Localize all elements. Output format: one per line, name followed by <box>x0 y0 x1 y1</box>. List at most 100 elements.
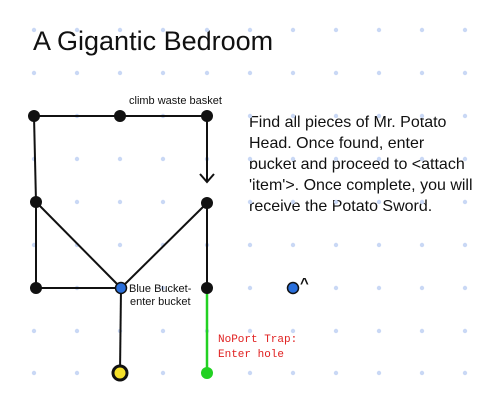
grid-dot <box>419 328 425 334</box>
node <box>201 110 213 122</box>
grid-dot <box>333 156 339 162</box>
nodes <box>28 110 213 294</box>
grid-dot <box>290 242 296 248</box>
description-line: 'item'>. Once complete, you will <box>249 177 473 194</box>
node <box>201 197 213 209</box>
grid-dot <box>160 70 166 76</box>
grid-dot <box>333 199 339 205</box>
grid-dot <box>376 370 382 376</box>
grid-dot <box>204 27 210 33</box>
grid-dot <box>160 156 166 162</box>
node <box>114 110 126 122</box>
grid-dot <box>160 328 166 334</box>
page-title: A Gigantic Bedroom <box>33 26 274 56</box>
grid-dot <box>333 242 339 248</box>
grid-dot <box>160 285 166 291</box>
grid-dots <box>31 27 468 376</box>
grid-dot <box>74 27 80 33</box>
grid-dot <box>117 242 123 248</box>
description-line: bucket and proceed to <attach <box>249 156 465 173</box>
grid-dot <box>247 285 253 291</box>
grid-dot <box>462 199 468 205</box>
grid-dot <box>419 27 425 33</box>
grid-dot <box>419 285 425 291</box>
grid-dot <box>117 27 123 33</box>
grid-dot <box>462 27 468 33</box>
grid-dot <box>160 27 166 33</box>
trap-label-line2: Enter hole <box>218 349 284 361</box>
grid-dot <box>117 199 123 205</box>
grid-dot <box>117 70 123 76</box>
node <box>28 110 40 122</box>
grid-dot <box>333 285 339 291</box>
grid-dot <box>74 156 80 162</box>
node <box>30 196 42 208</box>
grid-dot <box>290 199 296 205</box>
grid-dot <box>462 70 468 76</box>
grid-dot <box>247 328 253 334</box>
grid-dot <box>376 199 382 205</box>
grid-dot <box>333 370 339 376</box>
grid-dot <box>247 156 253 162</box>
grid-dot <box>247 242 253 248</box>
grid-dot <box>376 328 382 334</box>
grid-dot <box>376 113 382 119</box>
grid-dot <box>31 370 37 376</box>
grid-dot <box>290 370 296 376</box>
grid-dot <box>290 27 296 33</box>
grid-dot <box>419 242 425 248</box>
grid-dot <box>333 113 339 119</box>
grid-dot <box>31 70 37 76</box>
edges <box>33 115 215 374</box>
grid-dot <box>247 113 253 119</box>
grid-dot <box>290 70 296 76</box>
grid-dot <box>333 328 339 334</box>
edge <box>119 287 122 374</box>
grid-dot <box>74 199 80 205</box>
bucket-label-line2: enter bucket <box>130 296 191 308</box>
grid-dot <box>204 70 210 76</box>
grid-dot <box>376 70 382 76</box>
grid-dot <box>333 70 339 76</box>
grid-dot <box>462 370 468 376</box>
grid-dot <box>247 27 253 33</box>
yellow-start-node <box>111 364 129 382</box>
grid-dot <box>462 285 468 291</box>
grid-dot <box>74 70 80 76</box>
description-line: Find all pieces of Mr. Potato <box>249 114 447 131</box>
grid-dot <box>247 370 253 376</box>
grid-dot <box>247 199 253 205</box>
edge <box>35 201 122 289</box>
grid-dot <box>376 156 382 162</box>
grid-dot <box>419 70 425 76</box>
description-line: Head. Once found, enter <box>249 135 425 152</box>
grid-dot <box>117 156 123 162</box>
grid-dot <box>419 113 425 119</box>
grid-dot <box>462 242 468 248</box>
grid-dot <box>290 328 296 334</box>
blue-bucket-node <box>114 281 128 295</box>
arrow-down-icon <box>199 173 215 184</box>
trap-label-line1: NoPort Trap: <box>218 334 297 346</box>
grid-dot <box>462 113 468 119</box>
grid-dot <box>290 156 296 162</box>
grid-dot <box>74 328 80 334</box>
caret-marker-icon: ^ <box>300 275 309 292</box>
blue-marker-node <box>286 281 300 295</box>
node <box>201 282 213 294</box>
grid-dot <box>376 285 382 291</box>
grid-dot <box>376 27 382 33</box>
grid-dot <box>333 27 339 33</box>
grid-dot <box>462 328 468 334</box>
green-trap-node <box>201 367 213 379</box>
grid-dot <box>419 370 425 376</box>
grid-dot <box>419 156 425 162</box>
edge <box>33 115 37 203</box>
grid-dot <box>419 199 425 205</box>
node <box>30 282 42 294</box>
grid-dot <box>160 199 166 205</box>
grid-dot <box>290 113 296 119</box>
grid-dot <box>376 242 382 248</box>
